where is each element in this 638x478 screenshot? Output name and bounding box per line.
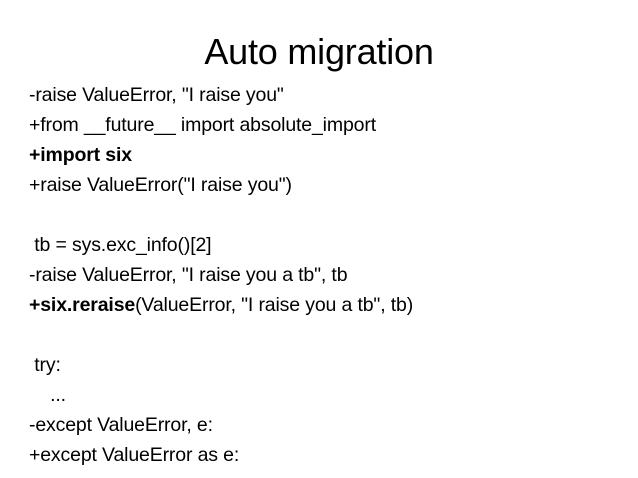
code-line-blank — [29, 320, 629, 350]
code-line-segment: +six.reraise — [29, 294, 136, 316]
code-line: +import six — [29, 144, 132, 166]
code-line: tb = sys.exc_info()[2] — [29, 234, 212, 256]
code-line: try: — [29, 354, 61, 376]
code-diff-block: -raise ValueError, "I raise you" +from _… — [29, 80, 629, 470]
code-line: +six.reraise(ValueError, "I raise you a … — [29, 290, 629, 320]
code-line-blank — [29, 200, 629, 230]
code-line-segment: (ValueError, "I raise you a tb", tb) — [135, 294, 414, 316]
code-line: -raise ValueError, "I raise you a tb", t… — [29, 264, 348, 286]
code-line: +except ValueError as e: — [29, 444, 240, 466]
code-line: -raise ValueError, "I raise you" — [29, 84, 284, 106]
page-title: Auto migration — [204, 31, 434, 72]
code-line: +raise ValueError("I raise you") — [29, 174, 292, 196]
code-line: -except ValueError, e: — [29, 414, 213, 436]
code-line: +from __future__ import absolute_import — [29, 114, 376, 136]
code-line: ... — [29, 384, 66, 406]
